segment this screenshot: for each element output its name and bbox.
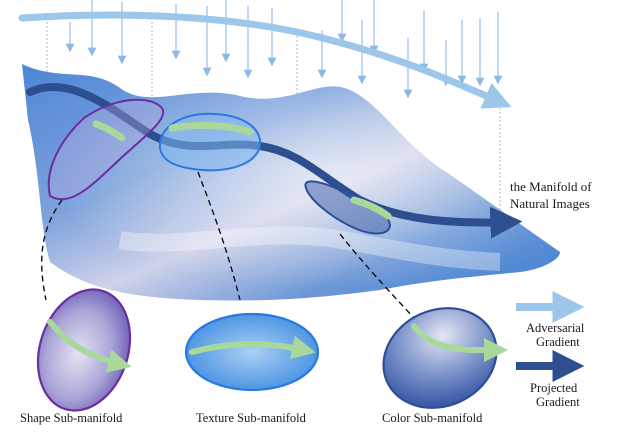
texture-submanifold-label: Texture Sub-manifold (196, 411, 307, 425)
dashed-connectors (41, 171, 415, 319)
green-path-segments (92, 120, 392, 220)
texture-submanifold (184, 312, 320, 392)
legend-adversarial-label-line2: Gradient (536, 335, 580, 349)
manifold-surface (22, 64, 560, 301)
shape-submanifold-label: Shape Sub-manifold (20, 411, 123, 425)
color-submanifold (382, 307, 508, 409)
manifold-label-line2: Natural Images (510, 196, 590, 211)
color-submanifold-label: Color Sub-manifold (382, 411, 483, 425)
shape-region-on-manifold (47, 98, 165, 201)
shape-submanifold (36, 288, 132, 412)
legend: Adversarial Gradient Projected Gradient (516, 291, 585, 409)
legend-projected-label-line2: Gradient (536, 395, 580, 409)
manifold-label-line1: the Manifold of (510, 179, 592, 194)
projection-guides (46, 18, 501, 210)
legend-projected-label-line1: Projected (530, 381, 578, 395)
color-region-on-manifold (304, 180, 392, 235)
adversarial-gradient-arrow (18, 11, 512, 109)
legend-adversarial-label-line1: Adversarial (526, 321, 585, 335)
